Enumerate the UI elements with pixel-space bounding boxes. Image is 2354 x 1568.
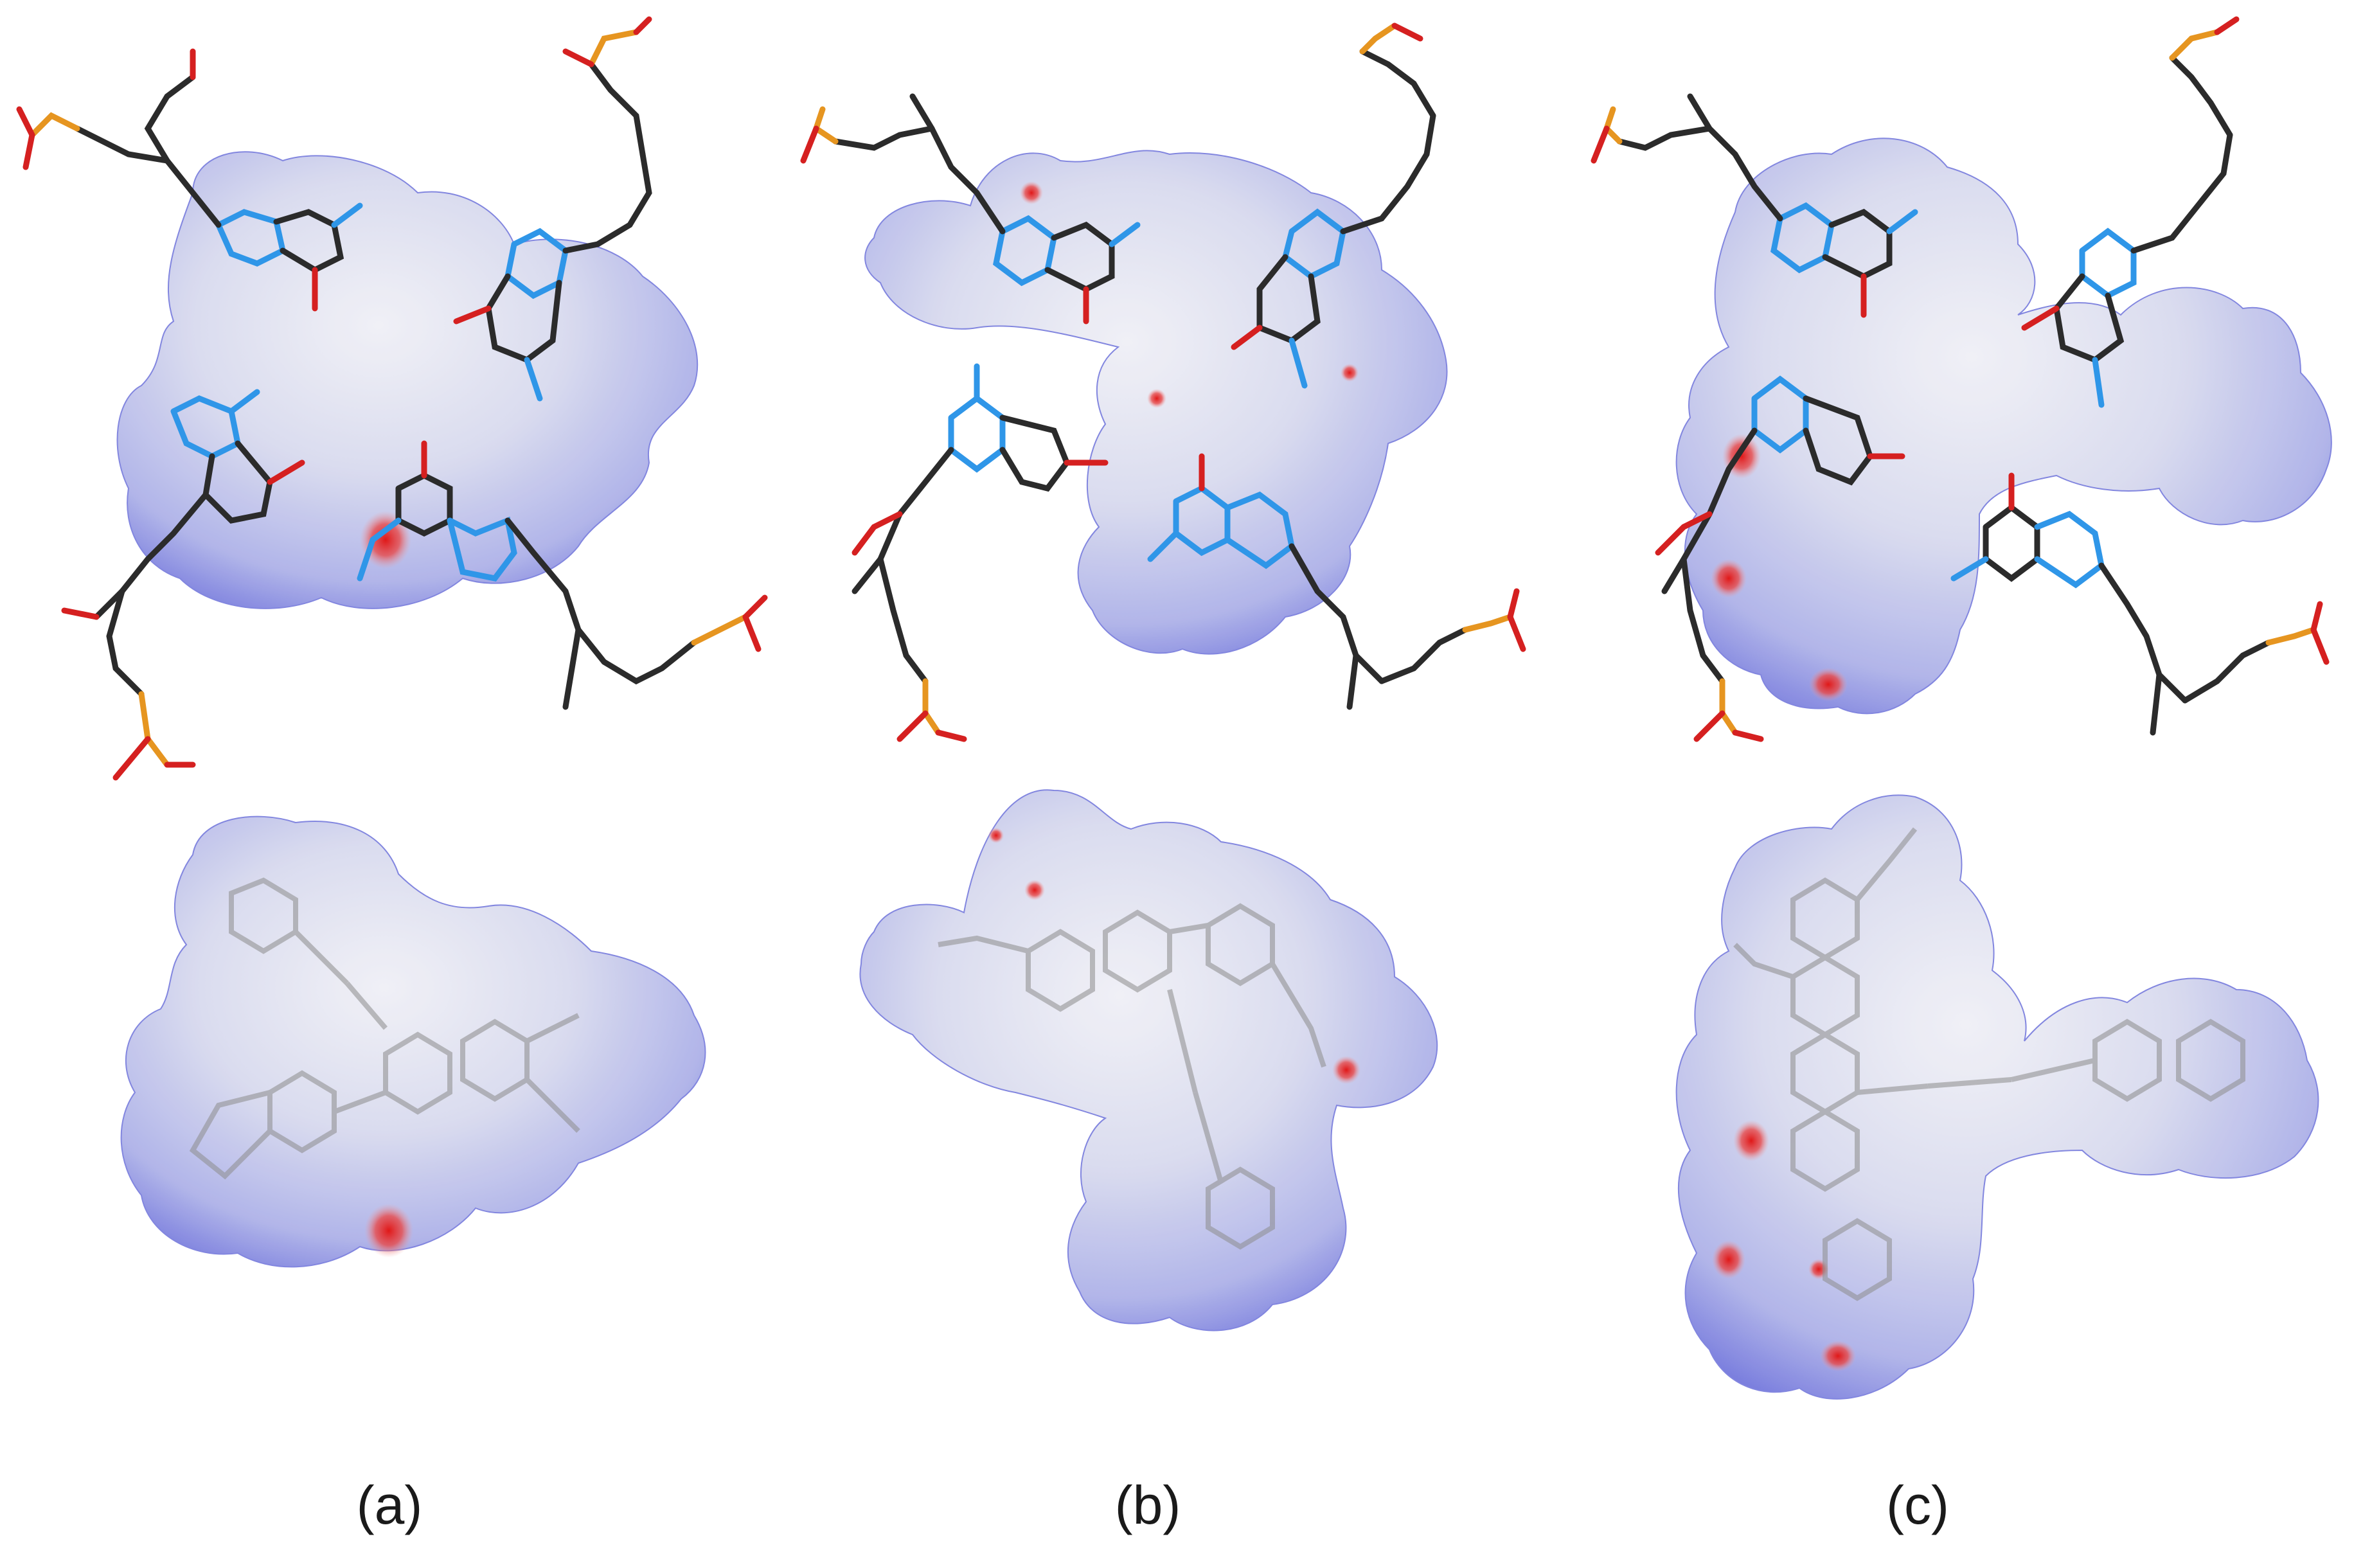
panel-a xyxy=(16,16,768,1268)
panel-label-b: (b) xyxy=(1114,1475,1181,1535)
panel-c-top-contact-spot-3 xyxy=(1809,668,1848,701)
panel-c-bottom-hirshfeld-surface xyxy=(1675,794,2319,1400)
panel-c-bottom-contact-spot-1 xyxy=(1733,1120,1769,1161)
panel-c-top-hirshfeld-surface xyxy=(1675,138,2332,715)
panel-a-bottom-hirshfeld-surface xyxy=(120,815,706,1268)
panel-c-top-contact-spot-2 xyxy=(1711,559,1747,598)
panel-b-bottom-contact-spot-1 xyxy=(1332,1056,1360,1084)
panel-a-ligand xyxy=(120,815,706,1268)
panel-b-ligand xyxy=(859,789,1438,1332)
panel-b-top-sticks xyxy=(800,22,1526,742)
panel-c xyxy=(1591,16,2332,1400)
panel-c-top-sticks xyxy=(1591,16,2330,742)
panel-a-top-sticks xyxy=(16,16,768,781)
panel-c-bottom-contact-spot-2 xyxy=(1712,1240,1745,1279)
panel-label-a: (a) xyxy=(356,1475,423,1535)
panel-a-bottom-ghost-sticks xyxy=(189,877,580,1180)
panel-c-dna-complex xyxy=(1591,16,2332,742)
panel-b-bottom-contact-spot-3 xyxy=(988,828,1004,843)
panel-b-top-contact-spot-1 xyxy=(1020,181,1043,204)
panel-c-ligand xyxy=(1675,794,2319,1400)
panel-b-bottom-contact-spot-2 xyxy=(1024,880,1045,900)
panel-b-bottom-ghost-sticks xyxy=(938,903,1326,1250)
panel-a-top-hirshfeld-surface xyxy=(116,151,699,609)
panel-b-dna-complex xyxy=(800,22,1526,742)
panel-a-bottom-contact-spot xyxy=(364,1204,413,1258)
panel-a-top-contact-spot xyxy=(360,511,411,569)
panel-label-c: (c) xyxy=(1886,1475,1949,1535)
panel-c-bottom-contact-spot-3 xyxy=(1820,1341,1856,1371)
panel-c-bottom-ghost-sticks xyxy=(1733,827,2245,1301)
panel-b-top-contact-spot-3 xyxy=(1341,364,1359,382)
panel-b-top-contact-spot-2 xyxy=(1147,389,1166,408)
panel-a-dna-complex xyxy=(16,16,768,781)
panel-b xyxy=(800,22,1526,1332)
panel-b-bottom-hirshfeld-surface xyxy=(859,789,1438,1332)
